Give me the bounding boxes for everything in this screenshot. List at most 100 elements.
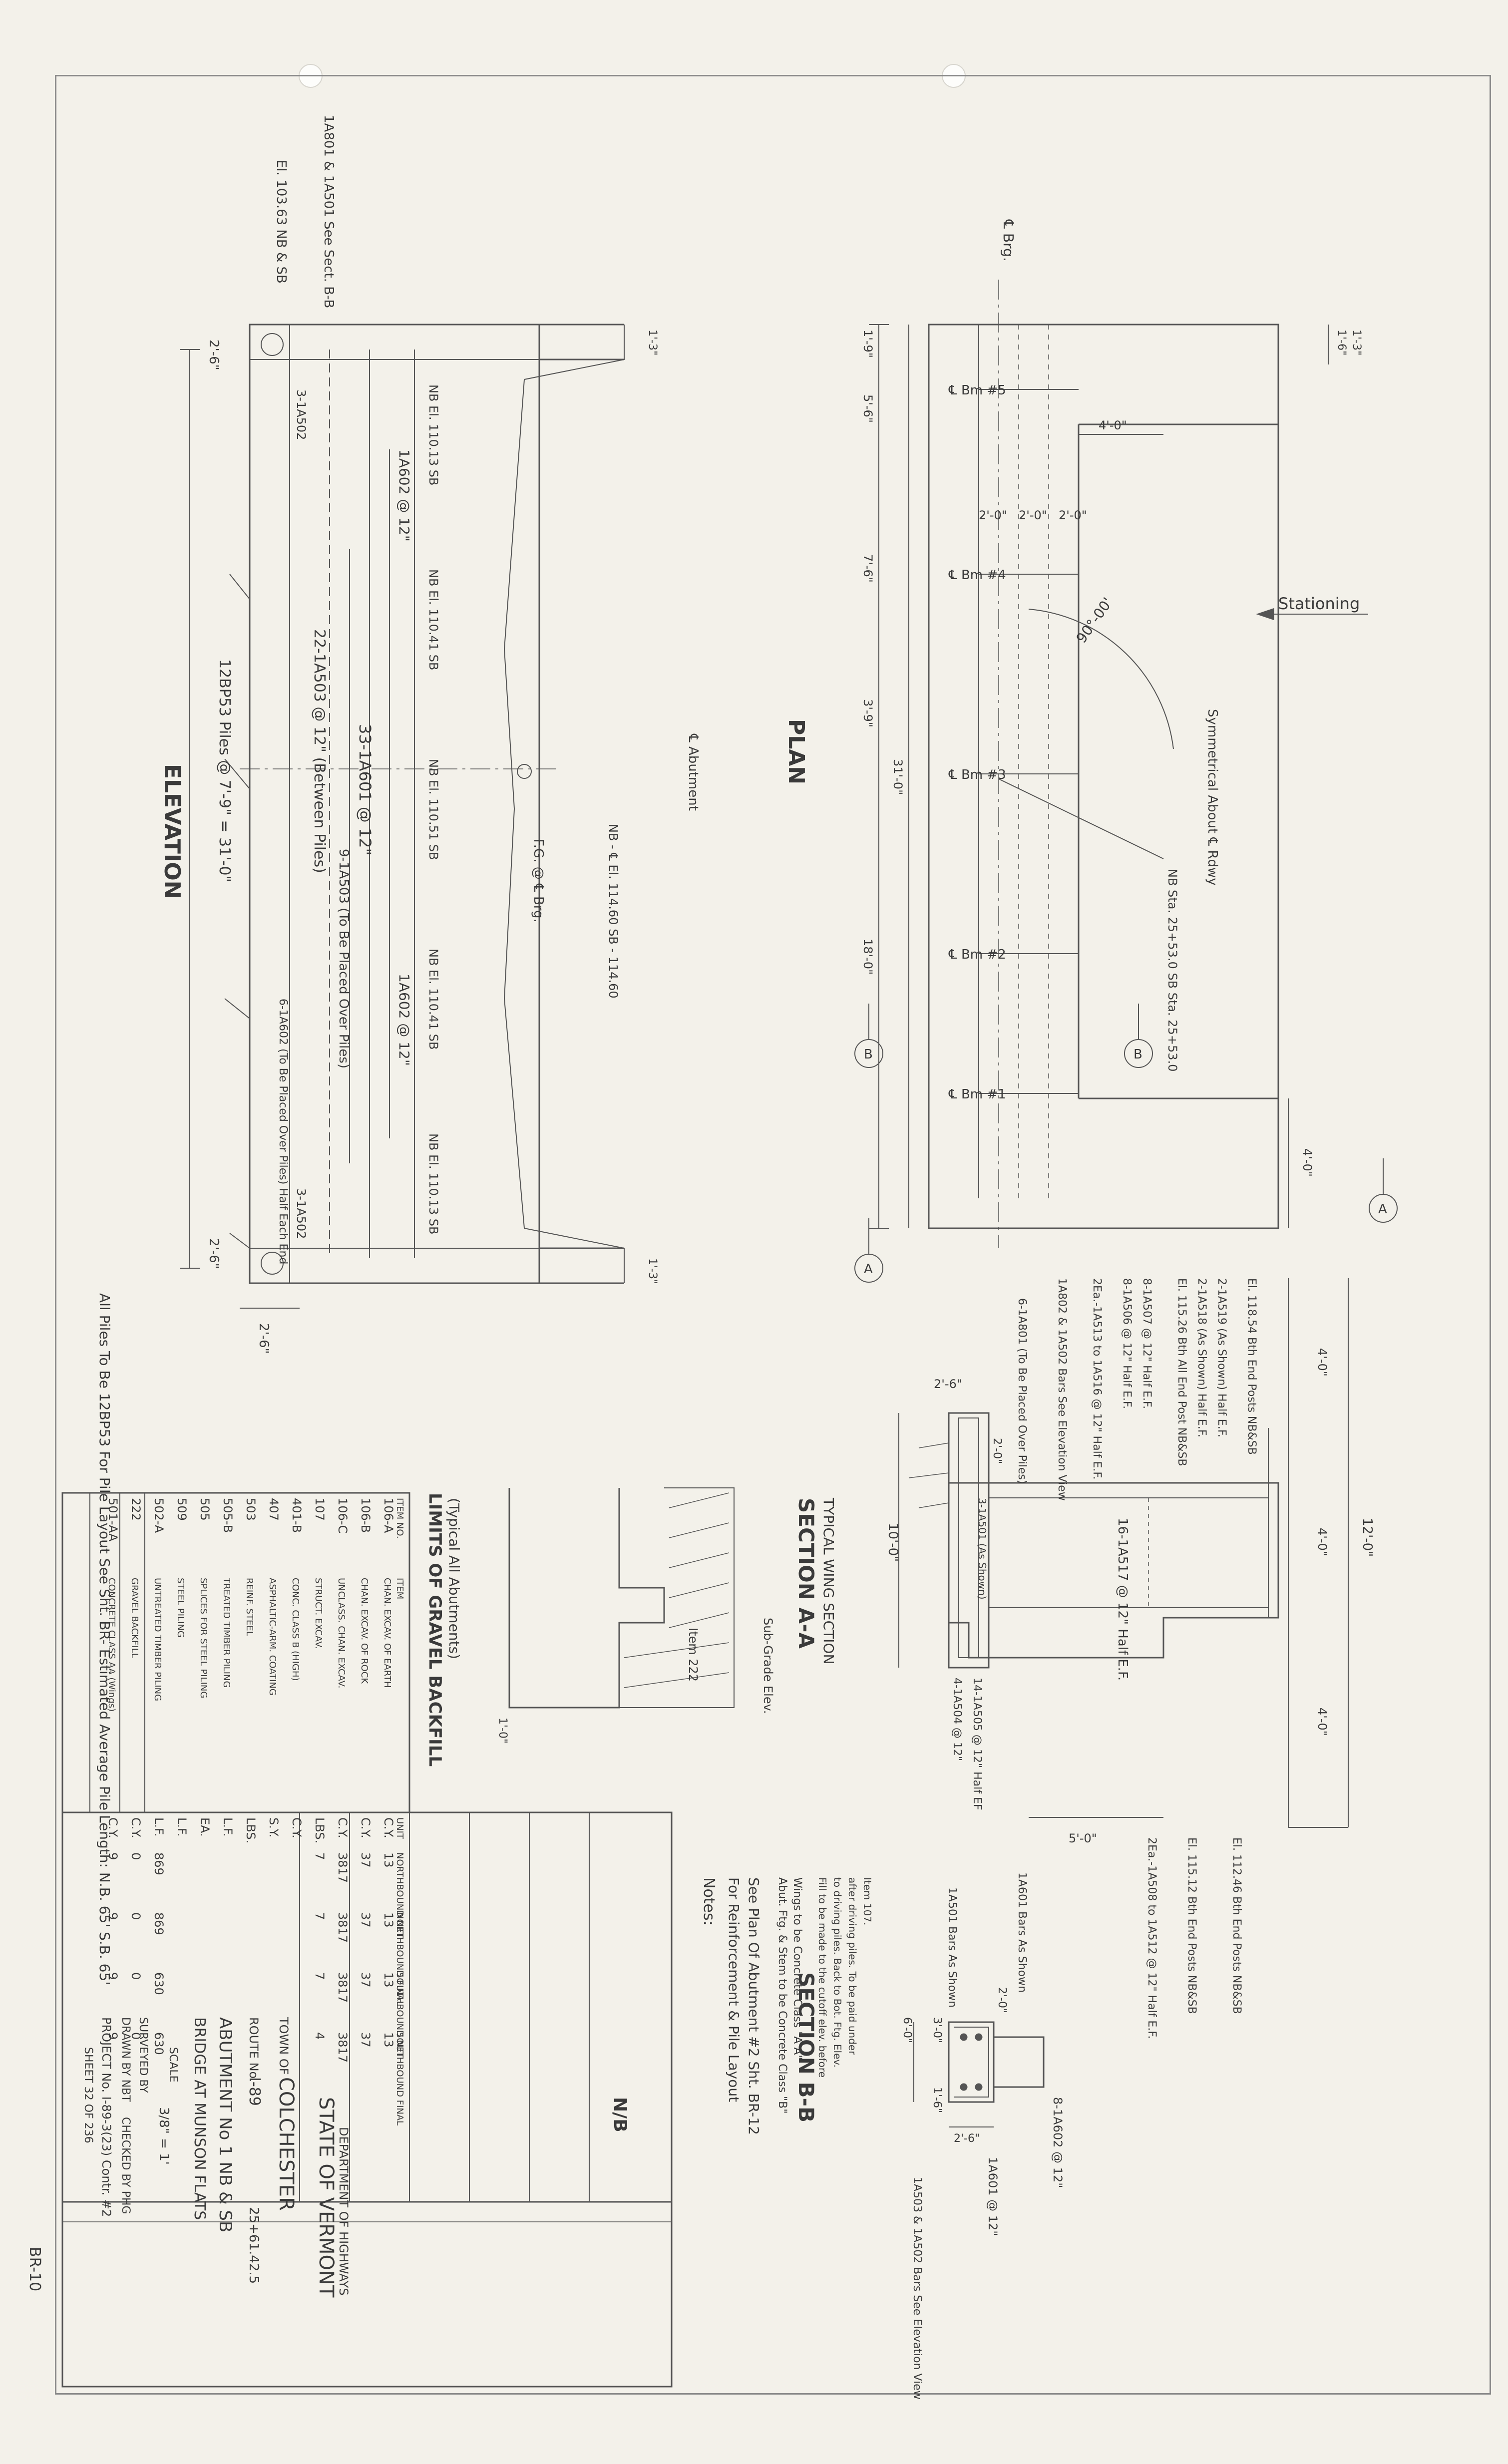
tb-drawn: DRAWN BY NBT (119, 2017, 132, 2102)
section-aa-bars-506: 8-1A506 @ 12" Half E.F. (1121, 1278, 1133, 1409)
qty-cell: CONC. CLASS B (HIGH) (290, 1578, 301, 1681)
plan-bm1: ℄ Bm #1 (948, 1087, 1006, 1102)
section-aa-el-bot: El. 112.46 Bth End Posts NB&SB (1230, 1837, 1243, 2014)
elevation-title: ELEVATION (159, 764, 185, 899)
section-bb-dim-3-0: 3'-0" (931, 2017, 943, 2043)
elevation-bars-602-left: 1A602 @ 12" (396, 449, 412, 542)
qty-cell: S.Y. (267, 1817, 281, 1837)
notes-line-2: See Plan Of Abutment #2 Sht. BR-12 (746, 1877, 762, 2135)
qty-cell: CONCRETE CLASS AA (Wings) (106, 1578, 117, 1712)
qty-cell: C.Y. (129, 1817, 143, 1838)
section-aa-bars-501: 3-1A501 (As Shown) (976, 1498, 988, 1600)
elevation-outline (249, 324, 540, 1284)
tb-scale: 3/8" = 1' (156, 2107, 171, 2165)
elevation-pile-note: All Piles To Be 12BP53 For Pile Layout S… (96, 1293, 113, 1985)
plan-dim-2-0-b: 2'-0" (1019, 508, 1047, 522)
tb-checked: CHECKED BY PHG (119, 2117, 132, 2214)
section-aa-bars-517: 16-1A517 @ 12" Half E.F. (1115, 1518, 1130, 1681)
plan-dim-1-6: 1'-6" (1335, 330, 1348, 355)
qty-cell: 3817 (336, 1852, 350, 1883)
plan-dim-2-0-a: 2'-0" (979, 508, 1007, 522)
section-aa-dim-4-0-c: 4'-0" (1315, 1708, 1329, 1736)
elevation-fg-brg: F.G. @ ℄ Brg. (531, 839, 546, 923)
plan-station: NB Sta. 25+53.0 SB Sta. 25+53.0 (1165, 869, 1179, 1071)
qty-cell: 37 (359, 1912, 373, 1928)
qty-cell: 3817 (336, 1972, 350, 2003)
elevation-el-110-13-a: NB El. 110.13 SB (426, 384, 440, 485)
qty-cell: 869 (152, 1852, 166, 1875)
elevation-bars-502-right: 3-1A502 (294, 1188, 308, 1239)
qty-cell: 407 (267, 1498, 281, 1521)
section-bb-bars-501: 1A501 Bars As Shown (946, 1887, 958, 2008)
section-aa-ref: 1A802 & 1A502 Bars See Elevation View (1056, 1278, 1068, 1501)
tb-state: STATE OF VERMONT (315, 2097, 338, 2298)
section-bb-bars-602: 8-1A602 @ 12" (1051, 2097, 1065, 2188)
sheet-border (55, 75, 1491, 2395)
section-bb-bars-601: 1A601 Bars As Shown (1016, 1872, 1028, 1993)
plan-dim-7-6: 7'-6" (861, 554, 875, 583)
plan-dim-31-0: 31'-0" (891, 759, 905, 795)
notes-line-8: Item 107. (861, 1877, 873, 1925)
plan-brg: ℄ Brg. (1000, 219, 1017, 262)
qty-header-item-no: ITEM NO. (394, 1498, 405, 1539)
section-bb-dim-2-0: 2'-0" (996, 1987, 1008, 2013)
elevation-piles-note: 12BP53 Piles @ 7'-9" = 31'-0" (216, 659, 233, 882)
qty-cell: 401-B (290, 1498, 304, 1533)
section-aa-bars-801: 6-1A801 (To Be Placed Over Piles) (1016, 1298, 1028, 1484)
elevation-ref-sect: 1A801 & 1A501 See Sect. B-B (321, 115, 336, 308)
section-aa-dim-10-0: 10'-0" (885, 1523, 900, 1562)
section-aa-dim-4-0-b: 4'-0" (1315, 1528, 1329, 1556)
tb-sheet: SHEET 32 OF 236 (82, 2047, 94, 2143)
plan-dim-18-0: 18'-0" (861, 939, 875, 975)
qty-cell: 505-B (221, 1498, 235, 1533)
notes-line-7: after driving piles. To be paid under (846, 1877, 858, 2055)
plan-mark-a-left: A (864, 1262, 873, 1277)
qty-cell: GRAVEL BACKFILL (129, 1578, 140, 1658)
qty-cell: 0 (129, 1852, 143, 1860)
section-aa (908, 1412, 1279, 1669)
plan-dim-1-3: 1'-3" (1350, 330, 1363, 355)
plan-dim-1-9: 1'-9" (861, 330, 875, 358)
qty-cell: STRUCT. EXCAV. (313, 1578, 324, 1649)
qty-cell: STEEL PILING (175, 1578, 186, 1638)
section-aa-dim-2-0: 2'-0" (991, 1438, 1003, 1464)
elevation-view (224, 324, 625, 1284)
section-aa-el-top: El. 118.54 Bth End Posts NB&SB (1245, 1278, 1258, 1455)
elevation-stem (289, 324, 540, 1284)
qty-cell: 3817 (336, 2032, 350, 2063)
qty-cell: C.Y. (290, 1817, 304, 1838)
qty-cell: L.F. (152, 1817, 166, 1837)
notes-line-6: to driving piles. Back to Bot. Ftg. Elev… (831, 1877, 843, 2068)
elevation-el-note: El. 103.63 NB & SB (274, 160, 289, 284)
qty-cell: 7 (313, 1852, 327, 1860)
qty-cell: 505 (198, 1498, 212, 1521)
tb-drawing-title: ABUTMENT No 1 NB & SB (215, 2017, 235, 2232)
notes-line-5: Fill to be made to the cutoff elev. befo… (816, 1877, 828, 2078)
section-aa-bars-507: 8-1A507 @ 12" Half E.F. (1140, 1278, 1153, 1409)
qty-header-item: ITEM (394, 1578, 405, 1599)
plan-bm3: ℄ Bm #3 (948, 767, 1006, 782)
tb-dept: DEPARTMENT OF HIGHWAYS (337, 2127, 351, 2296)
tb-route: I-89 (246, 2077, 263, 2106)
plan-bm2: ℄ Bm #2 (948, 947, 1006, 962)
qty-cell: 37 (359, 2032, 373, 2048)
qty-cell: 4 (313, 2032, 327, 2040)
qty-cell: C.Y. (381, 1817, 395, 1838)
elevation-el-110-13-b: NB El. 110.13 SB (426, 1133, 440, 1234)
plan-dim-5-6: 5'-6" (861, 394, 875, 423)
elevation-el-110-51: NB El. 110.51 SB (426, 759, 440, 860)
qty-cell: 503 (244, 1498, 258, 1521)
qty-cell: REINF. STEEL (244, 1578, 255, 1636)
qty-cell: 9 (106, 1972, 120, 1980)
qty-cell: 630 (152, 2032, 166, 2055)
plan-dim-4-0-b: 4'-0" (1300, 1148, 1314, 1177)
qty-cell: C.Y. (106, 1817, 120, 1838)
qty-cell: 630 (152, 1972, 166, 1995)
elevation-bars-602-end: 6-1A602 (To Be Placed Over Piles) Half E… (277, 999, 289, 1264)
section-aa-el-112: El. 115.12 Bth End Posts NB&SB (1185, 1837, 1198, 2014)
dim-1-3-b: 1'-3" (646, 1258, 659, 1284)
notes-line-4: Wings to be Concrete Class "A A" (791, 1877, 803, 2060)
qty-cell: LBS. (244, 1817, 258, 1843)
